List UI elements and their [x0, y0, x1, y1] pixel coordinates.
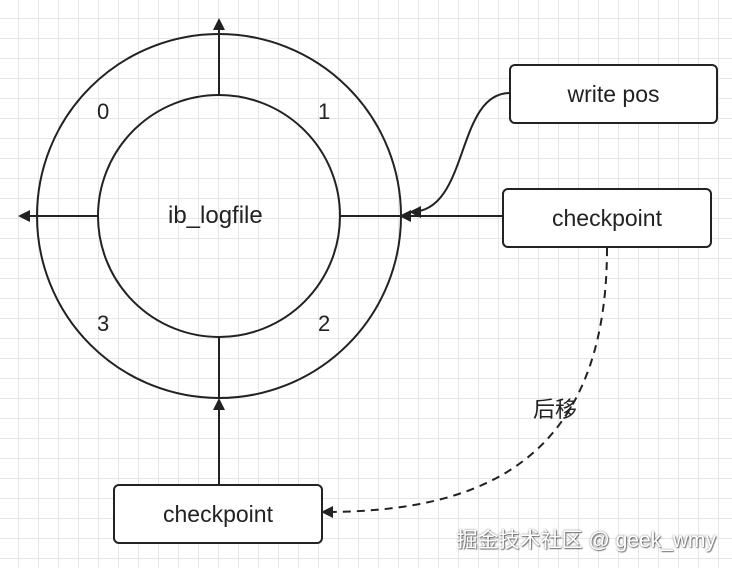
watermark-text: 掘金技术社区 @ geek_wmy — [456, 529, 716, 552]
checkpoint-bottom-box: checkpoint — [113, 484, 323, 544]
segment-label-0: 0 — [97, 99, 110, 124]
move-label: 后移 — [533, 397, 578, 422]
segment-label-1: 1 — [318, 99, 331, 124]
checkpoint-move-dashed-arrow — [321, 247, 608, 518]
write-pos-box: write pos — [509, 64, 718, 124]
center-label: ib_logfile — [168, 202, 263, 229]
segment-label-3: 3 — [97, 311, 110, 336]
checkpoint-right-box: checkpoint — [502, 188, 712, 248]
segment-label-2: 2 — [318, 311, 331, 336]
write-pos-arrow — [409, 92, 511, 218]
